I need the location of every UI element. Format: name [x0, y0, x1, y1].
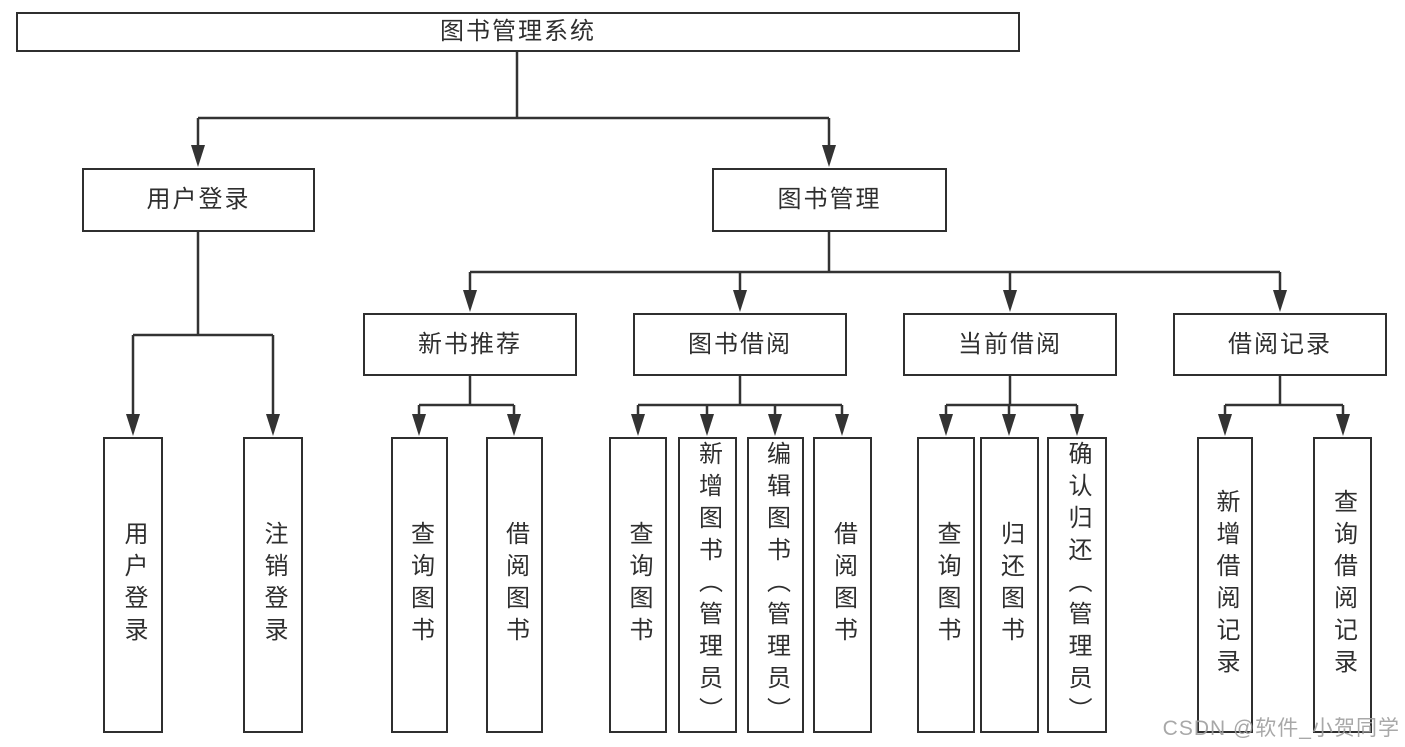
node-label: 查询图书: [625, 521, 652, 649]
node-leaf-user-login: 用户登录: [103, 437, 163, 733]
node-label: 新书推荐: [418, 330, 522, 358]
node-leaf-confirm-return-admin: 确认归还（管理员）: [1047, 437, 1107, 733]
node-leaf-add-books-admin: 新增图书（管理员）: [678, 437, 737, 733]
node-label: 编辑图书（管理员）: [762, 441, 790, 729]
node-label: 当前借阅: [958, 330, 1062, 358]
node-label: 查询借阅记录: [1329, 489, 1357, 681]
node-label: 查询图书: [933, 521, 960, 649]
node-leaf-borrow-books-rec: 借阅图书: [486, 437, 543, 733]
node-label: 用户登录: [146, 186, 251, 213]
node-label: 注销登录: [260, 521, 287, 649]
node-label: 确认归还（管理员）: [1064, 441, 1091, 729]
node-leaf-query-books-current: 查询图书: [917, 437, 975, 733]
node-label: 归还图书: [996, 521, 1024, 649]
node-leaf-query-books-rec: 查询图书: [391, 437, 448, 733]
node-user-login: 用户登录: [82, 168, 315, 232]
node-label: 借阅图书: [829, 521, 857, 649]
node-book-borrow: 图书借阅: [633, 313, 847, 376]
csdn-watermark: CSDN @软件_小贺同学: [1162, 717, 1400, 740]
node-borrow-records: 借阅记录: [1173, 313, 1387, 376]
node-leaf-query-books-borrow: 查询图书: [609, 437, 667, 733]
node-label: 用户登录: [120, 521, 147, 649]
node-current-borrow: 当前借阅: [903, 313, 1117, 376]
node-label: 图书借阅: [688, 330, 792, 358]
node-leaf-query-borrow-record: 查询借阅记录: [1313, 437, 1372, 733]
node-label: 图书管理系统: [440, 18, 596, 45]
node-leaf-borrow-books: 借阅图书: [813, 437, 872, 733]
node-label: 借阅图书: [501, 521, 529, 649]
node-leaf-add-borrow-record: 新增借阅记录: [1197, 437, 1253, 733]
node-leaf-return-books: 归还图书: [980, 437, 1039, 733]
node-new-book-recommend: 新书推荐: [363, 313, 577, 376]
node-label: 新增图书（管理员）: [694, 441, 722, 729]
node-label: 查询图书: [406, 521, 434, 649]
node-label: 新增借阅记录: [1212, 489, 1239, 681]
node-book-management: 图书管理: [712, 168, 947, 232]
node-label: 借阅记录: [1228, 330, 1332, 358]
node-label: 图书管理: [777, 186, 882, 213]
node-library-system: 图书管理系统: [16, 12, 1020, 52]
node-leaf-edit-books-admin: 编辑图书（管理员）: [747, 437, 804, 733]
node-leaf-logout: 注销登录: [243, 437, 303, 733]
